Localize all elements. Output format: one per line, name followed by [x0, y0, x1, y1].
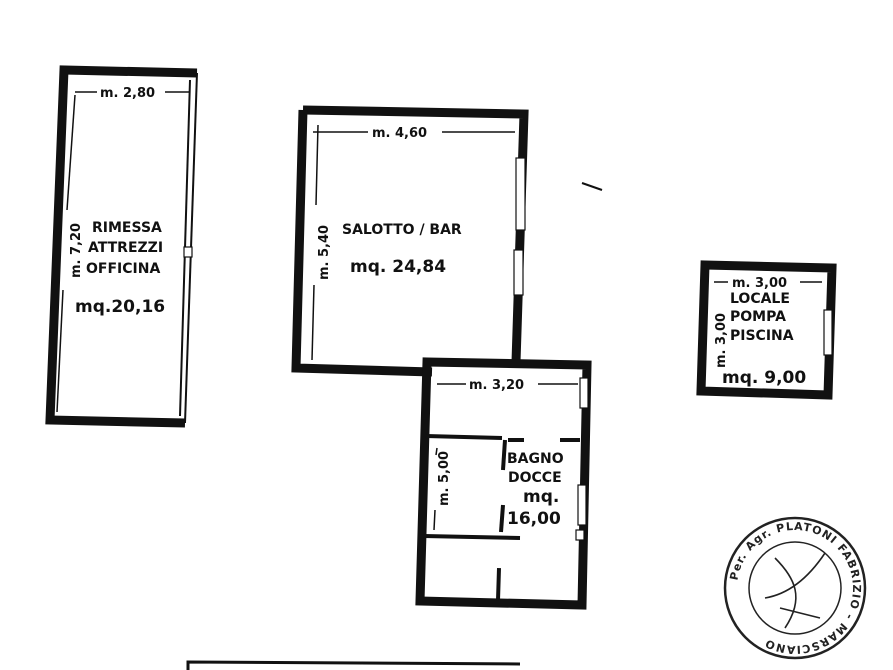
- rimessa-height-dim-line: [66, 94, 76, 211]
- room-pompa: m. 3,00 m. 3,00 LOCALE POMPA PISCINA mq.…: [696, 260, 837, 400]
- stamp-signature: [764, 552, 826, 629]
- room-bagno: m. 3,20 m. 5,00 BAGNO DOCCE mq. 16,00: [415, 357, 592, 610]
- bottom-partial-wall: [186, 660, 521, 670]
- pompa-name-line-3: PISCINA: [730, 328, 794, 344]
- salotto-width-label: m. 4,60: [372, 126, 427, 141]
- pompa-name-line-2: POMPA: [730, 309, 786, 325]
- bagno-height-label: m. 5,00: [437, 451, 452, 506]
- professional-stamp: Per. Agr. PLATONI FABRIZIO - MARSCIANO: [723, 516, 867, 660]
- bagno-area-label-2: 16,00: [507, 509, 561, 529]
- bagno-name-line-1: BAGNO: [507, 451, 564, 467]
- salotto-height-label: m. 5,40: [317, 225, 332, 280]
- bagno-width-label: m. 3,20: [469, 378, 524, 393]
- bagno-area-label-1: mq.: [523, 487, 559, 507]
- salotto-height-dim-line: [315, 124, 319, 206]
- pompa-area-label: mq. 9,00: [722, 368, 806, 388]
- rimessa-area-label: mq.20,16: [75, 297, 165, 317]
- room-rimessa: m. 2,80 m. 7,20 RIMESSA ATTREZZI OFFICIN…: [45, 65, 198, 428]
- rimessa-height-label: m. 7,20: [69, 223, 84, 278]
- stray-mark: [581, 182, 603, 191]
- rimessa-door-marker: [183, 246, 193, 258]
- bagno-window-2: [577, 484, 587, 526]
- bagno-height-dim-line: [433, 509, 436, 531]
- rimessa-height-dim-line: [56, 289, 64, 413]
- bagno-height-dim-line: [435, 447, 438, 456]
- salotto-window-1: [515, 157, 526, 231]
- rimessa-name-line-1: RIMESSA: [92, 220, 162, 236]
- bagno-name-line-2: DOCCE: [508, 470, 562, 486]
- bagno-window-3: [575, 529, 585, 541]
- rimessa-name-line-2: ATTREZZI: [88, 240, 163, 256]
- salotto-window-2: [513, 249, 524, 296]
- bagno-window-1: [579, 377, 589, 409]
- rimessa-width-label: m. 2,80: [100, 86, 155, 101]
- pompa-height-label: m. 3,00: [714, 313, 729, 368]
- salotto-area-label: mq. 24,84: [350, 257, 446, 277]
- salotto-name: SALOTTO / BAR: [342, 222, 462, 238]
- salotto-height-dim-line: [311, 284, 315, 361]
- pompa-window: [823, 309, 833, 356]
- pompa-width-label: m. 3,00: [732, 276, 787, 291]
- rimessa-name-line-3: OFFICINA: [86, 261, 160, 277]
- room-salotto: m. 4,60 m. 5,40 SALOTTO / BAR mq. 24,84: [291, 105, 529, 377]
- pompa-name-line-1: LOCALE: [730, 291, 790, 307]
